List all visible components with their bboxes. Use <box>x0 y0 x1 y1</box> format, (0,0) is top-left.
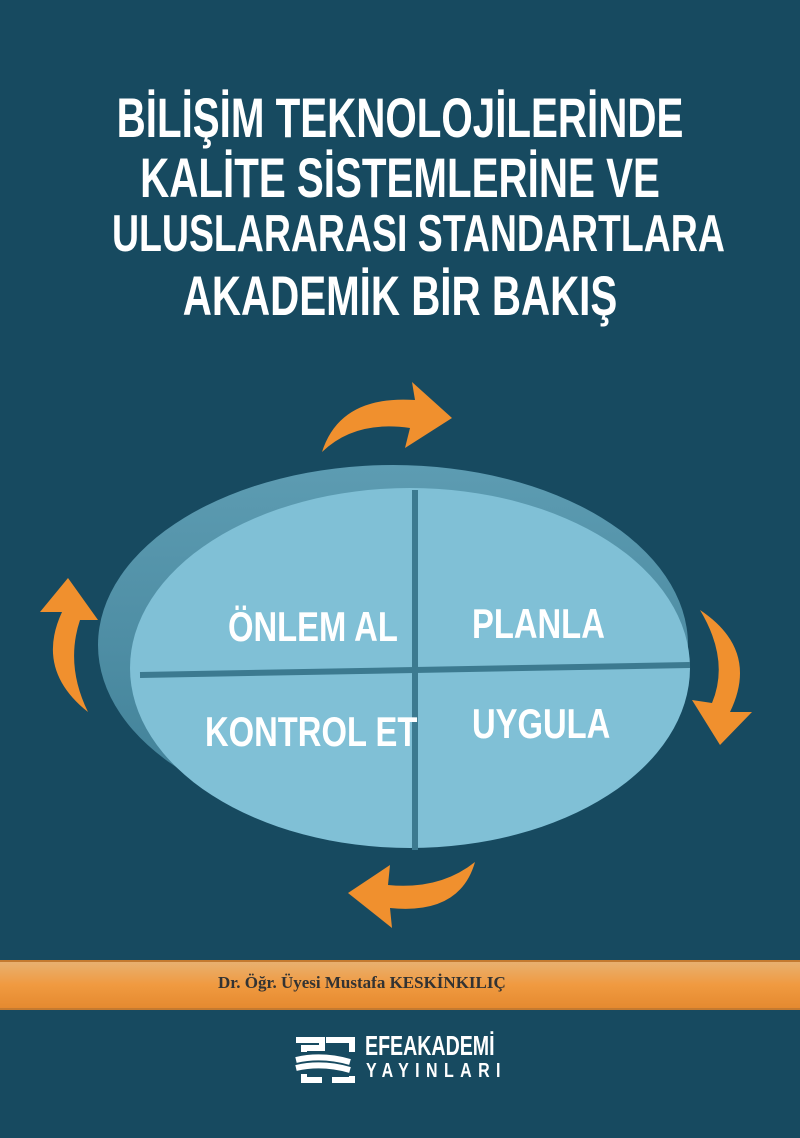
arrow-right-icon <box>692 610 752 745</box>
quadrant-divider <box>139 662 691 678</box>
cycle-diagram <box>40 382 752 928</box>
title-text: ULUSLARARASI STANDARTLARA <box>112 205 725 263</box>
arrow-top-icon <box>322 382 452 452</box>
quadrant-kontrol-et: KONTROL ET <box>205 708 418 755</box>
author-name: Dr. Öğr. Üyesi Mustafa KESKİNKILIÇ <box>218 973 506 992</box>
arrow-bottom-icon <box>348 862 475 928</box>
author-band: Dr. Öğr. Üyesi Mustafa KESKİNKILIÇ <box>0 960 800 1010</box>
quadrant-onlem-al: ÖNLEM AL <box>228 603 398 650</box>
arrow-left-icon <box>40 578 98 712</box>
title-line-1: BİLİŞİM TEKNOLOJİLERİNDE <box>0 90 800 146</box>
publisher-name: EFEAKADEMİ <box>365 1030 495 1061</box>
quadrant-uygula: UYGULA <box>472 700 611 747</box>
quadrant-planla: PLANLA <box>472 600 605 647</box>
title-text: BİLİŞİM TEKNOLOJİLERİNDE <box>116 86 684 149</box>
publisher-sub: YAYINLARI <box>366 1060 507 1082</box>
title-line-4: AKADEMİK BİR BAKIŞ <box>0 268 800 324</box>
title-text: AKADEMİK BİR BAKIŞ <box>182 264 618 327</box>
publisher-logo-icon <box>295 1037 355 1083</box>
title-line-3: ULUSLARARASI STANDARTLARA <box>0 208 800 260</box>
title-line-2: KALİTE SİSTEMLERİNE VE <box>0 150 800 206</box>
title-text: KALİTE SİSTEMLERİNE VE <box>140 146 660 209</box>
